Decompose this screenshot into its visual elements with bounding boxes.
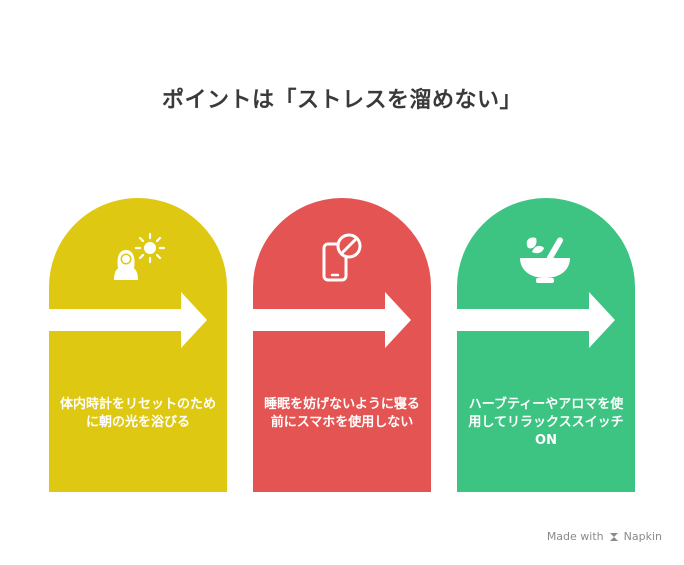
right-arrow-icon xyxy=(253,292,411,348)
person-sun-icon xyxy=(114,232,166,280)
made-with-label: Made with xyxy=(546,530,604,543)
step-card-3: ハーブティーやアロマを使用してリラックススイッチON xyxy=(457,198,635,492)
phone-prohibited-icon xyxy=(322,233,362,282)
step-text-3: ハーブティーやアロマを使用してリラックススイッチON xyxy=(468,397,624,448)
right-arrow-icon xyxy=(49,292,207,348)
footer-attribution: Made with Napkin xyxy=(547,530,662,543)
step-text-1: 体内時計をリセットのために朝の光を浴びる xyxy=(59,397,216,430)
diagram-title: ポイントは「ストレスを溜めない」 xyxy=(161,88,522,113)
step-card-1: 体内時計をリセットのために朝の光を浴びる xyxy=(49,198,227,492)
step-card-2: 睡眠を妨げないように寝る前にスマホを使用しない xyxy=(253,198,431,492)
brand-label: Napkin xyxy=(623,530,662,543)
herbal-mortar-icon xyxy=(520,237,570,283)
napkin-logo-icon xyxy=(609,532,618,541)
right-arrow-icon xyxy=(457,292,615,348)
step-text-2: 睡眠を妨げないように寝る前にスマホを使用しない xyxy=(264,397,420,430)
